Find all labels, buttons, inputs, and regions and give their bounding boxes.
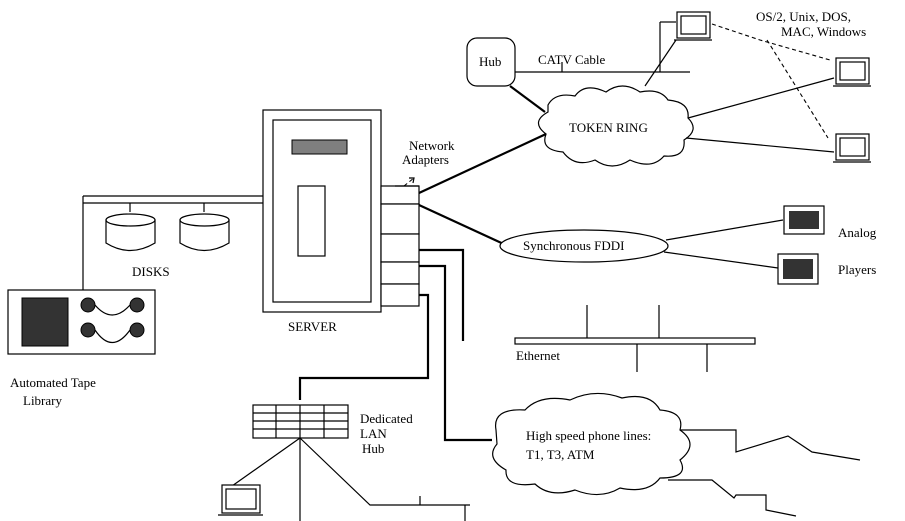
ethernet-label: Ethernet bbox=[516, 348, 560, 364]
analog-player-2 bbox=[778, 254, 818, 284]
disk-2 bbox=[180, 214, 229, 251]
dedicated-label-line-3: Hub bbox=[362, 441, 384, 457]
fddi-label: Synchronous FDDI bbox=[523, 238, 624, 254]
terminal-right-1 bbox=[833, 58, 871, 86]
analog-player-1 bbox=[784, 206, 824, 234]
server-to-fddi bbox=[419, 205, 508, 246]
players-label: Players bbox=[838, 262, 876, 278]
os-dash-2 bbox=[767, 40, 828, 138]
os-label-line-2: MAC, Windows bbox=[781, 24, 866, 40]
analog-label: Analog bbox=[838, 225, 876, 241]
server-label: SERVER bbox=[288, 319, 337, 335]
disk-1 bbox=[106, 214, 155, 251]
terminal-right-2 bbox=[833, 134, 871, 162]
server bbox=[263, 110, 381, 312]
catv-cable-label: CATV Cable bbox=[538, 52, 605, 68]
fddi-link-1 bbox=[666, 220, 783, 240]
dedicated-label-line-2: LAN bbox=[360, 426, 387, 442]
dedicated-lan-hub bbox=[253, 405, 348, 438]
token-ring-label: TOKEN RING bbox=[569, 120, 648, 136]
fddi-link-2 bbox=[664, 252, 778, 268]
high-speed-cloud bbox=[493, 393, 690, 494]
high-speed-label-line-1: High speed phone lines: bbox=[526, 428, 651, 444]
automated-tape-library bbox=[8, 290, 155, 354]
hub-to-token-ring bbox=[510, 86, 545, 112]
terminal-bottom bbox=[218, 485, 263, 515]
terminal-top bbox=[674, 12, 712, 40]
hub-label: Hub bbox=[479, 54, 501, 70]
phone-line-1 bbox=[680, 430, 860, 460]
token-ring-link-3 bbox=[686, 138, 834, 152]
os-label-line-1: OS/2, Unix, DOS, bbox=[756, 9, 851, 25]
phone-line-2 bbox=[668, 480, 796, 516]
dedicated-label-line-1: Dedicated bbox=[360, 411, 413, 427]
disks-label: DISKS bbox=[132, 264, 170, 280]
server-to-phone-lines bbox=[419, 266, 492, 440]
tape-library-label-line-2: Library bbox=[23, 393, 62, 409]
hub-fan-1 bbox=[232, 438, 300, 486]
network-adapters bbox=[381, 186, 419, 306]
hub-fan-3 bbox=[300, 438, 470, 505]
high-speed-label-line-2: T1, T3, ATM bbox=[526, 447, 594, 463]
network-adapters-pointer bbox=[404, 178, 414, 186]
network-adapters-label-line-2: Adapters bbox=[402, 152, 449, 168]
tape-library-label-line-1: Automated Tape bbox=[10, 375, 96, 391]
